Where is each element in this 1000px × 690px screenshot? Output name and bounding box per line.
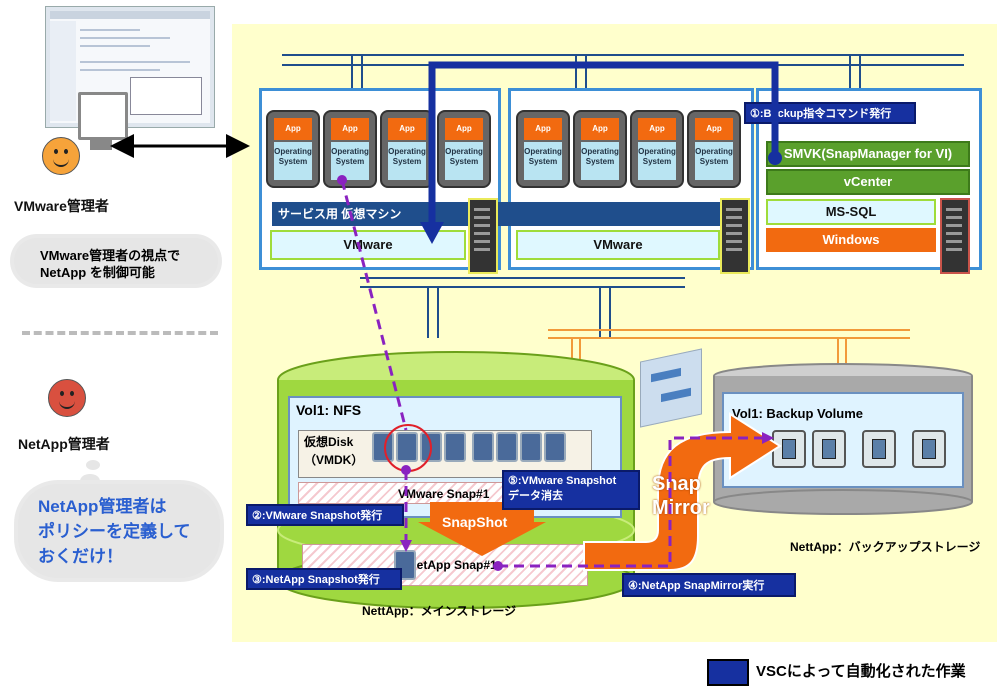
vcenter-layer: vCenter: [766, 169, 970, 195]
snapshot-arrow-label: SnapShot: [442, 514, 508, 530]
vmdk-disk-icon: [496, 432, 518, 462]
service-vm-bar: サービス用 仮想マシン: [272, 202, 486, 226]
vmdk-disk-icon: [520, 432, 542, 462]
vmware-admin-bubble: VMware管理者の視点で NetApp を制御可能: [14, 238, 218, 284]
vmdk-disk-icon: [544, 432, 566, 462]
backup-disk-icon: [912, 430, 946, 468]
vdisk-label: 仮想Disk: [304, 435, 354, 449]
server-icon: [940, 198, 970, 274]
monitor-icon: [78, 92, 128, 140]
backup-disk-icon: [812, 430, 846, 468]
monitor-stand: [90, 140, 112, 150]
windows-layer: Windows: [766, 228, 936, 252]
step5-label: ⑤:VMware Snapshot データ消去: [502, 470, 640, 510]
separator: [22, 331, 218, 335]
snapmirror-arrow: [583, 412, 782, 571]
legend-label: VSCによって自動化された作業: [756, 663, 966, 680]
netapp-admin-label: NetApp管理者: [18, 436, 110, 452]
smvk-layer: SMVK(SnapManager for VI): [766, 141, 970, 167]
vsphere-client-screenshot: [45, 6, 215, 128]
netapp-admin-face-icon: [48, 379, 86, 417]
step1-label: ①:Backup指令コマンド発行: [744, 102, 916, 124]
vmware-admin-label: VMware管理者: [14, 198, 109, 214]
step3-label: ③:NetApp Snapshot発行: [246, 568, 402, 590]
backup-volume-label: Vol1: Backup Volume: [732, 406, 863, 421]
vmware-admin-face-icon: [42, 137, 80, 175]
service-vm-bar-2: [496, 202, 720, 226]
legend-vsc-swatch: [707, 659, 749, 686]
snapshot-arrow: [418, 502, 546, 556]
step4-label: ④:NetApp SnapMirror実行: [622, 573, 796, 597]
server-icon: [468, 198, 498, 274]
netapp-admin-bubble: NetApp管理者は ポリシーを定義して おくだけ！: [18, 484, 220, 578]
snapmirror-label: Snap Mirror: [652, 473, 710, 519]
vmdk-disk-icon: [472, 432, 494, 462]
bubble-tail: [86, 460, 100, 470]
netapp-snap-label: NetApp Snap#1: [408, 558, 497, 572]
mssql-layer: MS-SQL: [766, 199, 936, 225]
vol1-nfs-label: Vol1: NFS: [296, 402, 362, 418]
backup-storage-caption: NettApp：バックアップストレージ: [790, 540, 981, 554]
vmdk-label: （VMDK）: [304, 453, 364, 467]
server-icon: [720, 198, 750, 274]
main-storage-caption: NettApp：メインストレージ: [362, 604, 517, 618]
vmware-snap-label: VMware Snap#1: [398, 487, 490, 501]
backup-disk-icon: [862, 430, 896, 468]
vmdk-disk-icon: [444, 432, 466, 462]
vmware-hypervisor-2: VMware: [516, 230, 720, 260]
step2-label: ②:VMware Snapshot発行: [246, 504, 404, 526]
